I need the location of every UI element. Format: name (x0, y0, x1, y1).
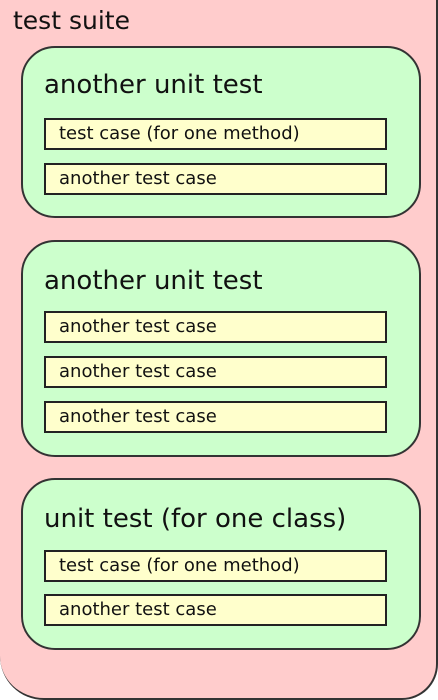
unit-test-title-1: another unit test (44, 70, 263, 100)
unit-test-box-1: another unit test test case (for one met… (21, 46, 421, 218)
test-suite-title: test suite (13, 6, 130, 35)
test-case-2-1: another test case (44, 311, 387, 343)
unit-test-box-3: unit test (for one class) test case (for… (21, 478, 421, 650)
test-case-2-3: another test case (44, 401, 387, 433)
test-case-3-1: test case (for one method) (44, 550, 387, 582)
test-case-1-1: test case (for one method) (44, 118, 387, 150)
test-case-1-2: another test case (44, 163, 387, 195)
unit-test-title-3: unit test (for one class) (44, 504, 347, 534)
unit-test-title-2: another unit test (44, 266, 263, 296)
test-case-2-2: another test case (44, 356, 387, 388)
test-case-3-2: another test case (44, 594, 387, 626)
unit-test-box-2: another unit test another test case anot… (21, 240, 421, 457)
